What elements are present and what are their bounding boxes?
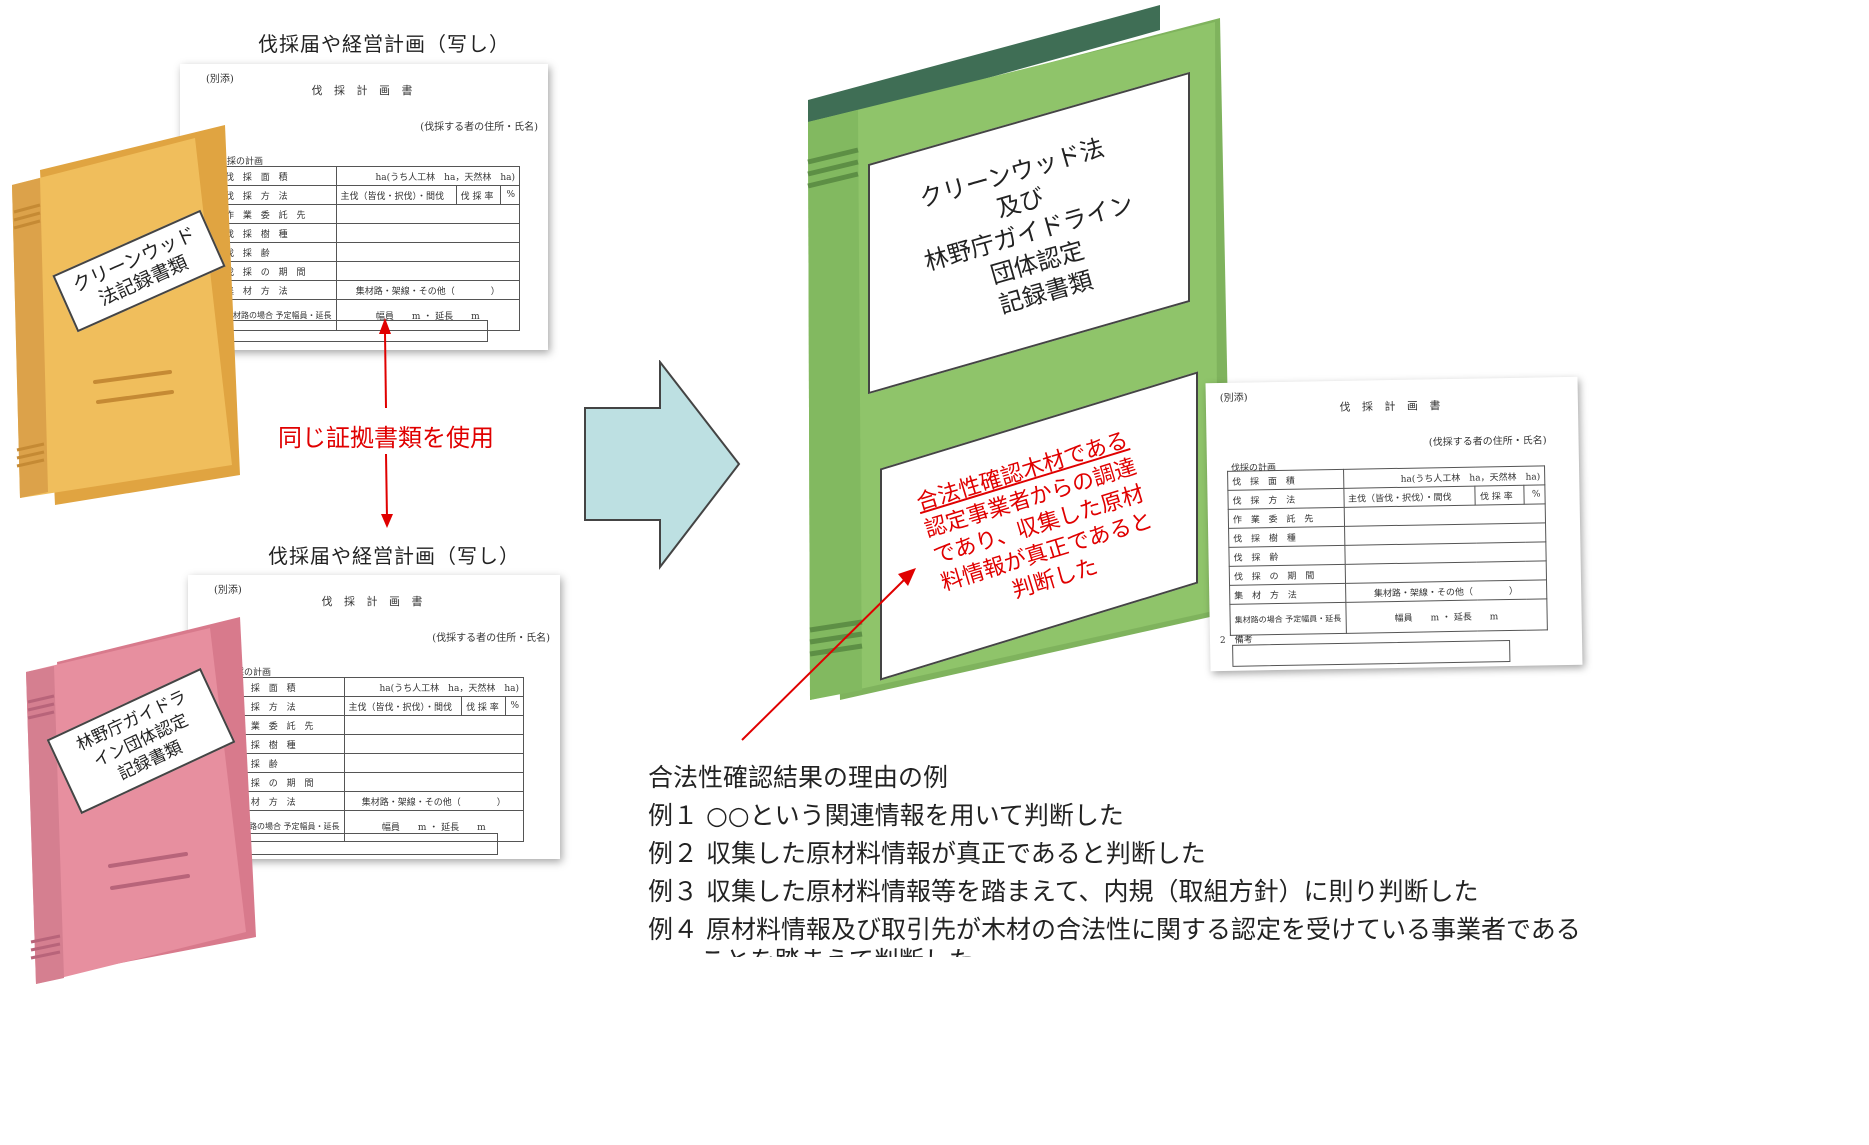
big-right-arrow-icon	[584, 360, 741, 570]
doc-cell: 幅員 m ・ 延長 m	[343, 810, 525, 842]
doc-owner: (伐採する者の住所・氏名)	[432, 633, 550, 644]
doc-plan-heading: 伐採の計画	[226, 668, 272, 678]
doc-cell	[335, 204, 521, 224]
top-doc-caption: 伐採届や経営計画（写し）	[258, 32, 510, 56]
doc-cell: %	[500, 185, 520, 205]
doc-cell: 集材路・架線・その他（ ）	[335, 280, 521, 300]
doc-cell: 伐 採 率	[455, 185, 502, 205]
reasons-title: 合法性確認結果の理由の例	[648, 763, 949, 792]
pink-binder	[26, 617, 256, 984]
reason-item: 例３ 収集した原材料情報等を踏まえて、内規（取組方針）に則り判断した	[648, 877, 1479, 906]
doc-biko-box	[230, 320, 488, 342]
doc-cell: ha(うち人工林 ha，天然林 ha)	[343, 677, 525, 697]
doc-cell: 集材路・架線・その他（ ）	[343, 791, 525, 811]
reason-item: ことを踏まえて判断した	[700, 941, 974, 957]
same-evidence-label: 同じ証拠書類を使用	[278, 424, 494, 452]
doc-cell	[335, 261, 521, 281]
doc-cell	[335, 242, 521, 262]
doc-cell: 主伐（皆伐・択伐）・間伐	[335, 185, 457, 205]
doc-cell: 伐 採 樹 種	[1228, 526, 1345, 548]
doc-owner: (伐採する者の住所・氏名)	[420, 122, 538, 133]
bottom-doc-caption: 伐採届や経営計画（写し）	[268, 544, 520, 568]
doc-title: 伐 採 計 画 書	[311, 84, 417, 97]
doc-cell: %	[504, 696, 525, 716]
doc-cell: 主伐（皆伐・択伐）・間伐	[343, 696, 463, 716]
same-evidence-arrow	[379, 318, 393, 528]
doc-cell: 集材路の場合 予定幅員・延長	[220, 299, 337, 331]
bottom-document-sheet: (別添) 伐 採 計 画 書 (伐採する者の住所・氏名) 伐採の計画 伐 採 面…	[188, 575, 560, 859]
reason-pointer-arrow	[741, 568, 916, 741]
doc-bessi: (別添)	[214, 585, 242, 596]
doc-cell	[335, 223, 521, 243]
doc-cell: ha(うち人工林 ha，天然林 ha)	[335, 166, 521, 186]
doc-cell: 幅員 m ・ 延長 m	[1345, 598, 1548, 634]
doc-cell: 伐 採 方 法	[1227, 488, 1344, 510]
doc-owner: (伐採する者の住所・氏名)	[1428, 435, 1547, 449]
doc-plan-heading: 伐採の計画	[218, 157, 264, 167]
reason-item: 例４ 原材料情報及び取引先が木材の合法性に関する認定を受けている事業者である	[648, 915, 1581, 944]
doc-title: 伐 採 計 画 書	[1339, 399, 1445, 414]
doc-cell	[343, 734, 525, 754]
reason-item: 例１ ○○という関連情報を用いて判断した	[648, 801, 1124, 830]
doc-cell: 主伐（皆伐・択伐）・間伐	[1343, 486, 1476, 508]
doc-cell	[343, 772, 525, 792]
top-document-sheet: (別添) 伐 採 計 画 書 (伐採する者の住所・氏名) 伐採の計画 伐 採 面…	[180, 64, 548, 350]
reason-item: 例２ 収集した原材料情報が真正であると判断した	[648, 839, 1206, 868]
right-document-sheet: (別添) 伐 採 計 画 書 (伐採する者の住所・氏名) 伐採の計画 伐 採 面…	[1205, 376, 1583, 672]
doc-cell: 伐 採 の 期 間	[1229, 564, 1346, 586]
doc-cell	[343, 715, 525, 735]
doc-cell: 伐 採 齢	[1228, 545, 1345, 567]
doc-cell: 幅員 m ・ 延長 m	[335, 299, 521, 331]
doc-cell: 作 業 委 託 先	[1228, 507, 1345, 529]
doc-cell	[343, 753, 525, 773]
doc-title: 伐 採 計 画 書	[321, 595, 427, 608]
doc-bessi: (別添)	[206, 74, 234, 85]
yellow-binder	[12, 125, 240, 505]
doc-cell: 伐 採 率	[1475, 485, 1525, 506]
doc-cell: 集材路の場合 予定幅員・延長	[1229, 602, 1346, 636]
doc-biko-box	[1232, 639, 1511, 667]
doc-cell: 伐 採 率	[461, 696, 506, 716]
doc-cell: 集 材 方 法	[1229, 583, 1346, 605]
doc-cell: %	[1524, 484, 1546, 505]
doc-cell: 伐 採 面 積	[1227, 469, 1344, 491]
